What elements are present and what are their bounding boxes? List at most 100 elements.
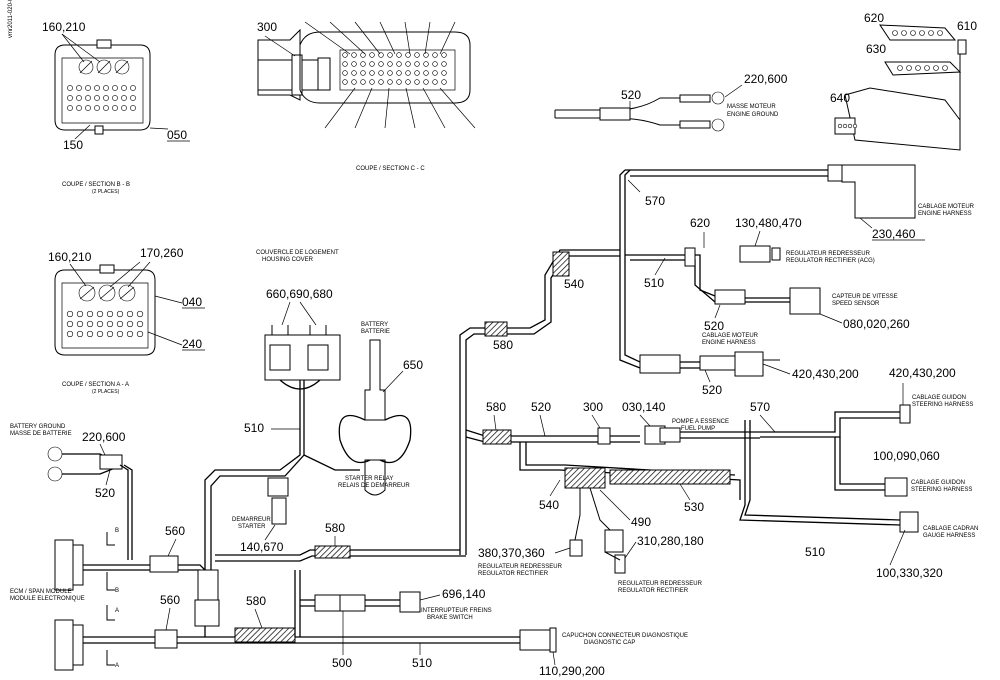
engine-ground-caption-2: ENGINE GROUND <box>727 112 779 118</box>
connector-pin <box>847 123 853 129</box>
connector-pin <box>441 61 447 67</box>
connector-pin <box>378 79 384 85</box>
connector-pin <box>351 70 357 76</box>
section-aa-subcaption: (2 PLACES) <box>92 389 120 395</box>
part-label: 170,260 <box>140 246 184 260</box>
connector-pin <box>405 61 411 67</box>
part-label: 420,430,200 <box>889 366 956 380</box>
callout-leader <box>384 87 390 129</box>
connector-pin <box>423 61 429 67</box>
connector-pin <box>136 320 144 328</box>
engine-harness-mid-caption-2: ENGINE HARNESS <box>702 340 756 346</box>
steering-harness-b-caption: CABLAGE GUIDON <box>911 480 965 486</box>
main-harness-right <box>619 164 916 377</box>
connector-pin <box>94 95 100 101</box>
connector-pin <box>360 70 366 76</box>
connector-pin <box>919 30 925 36</box>
connector-pin <box>369 70 375 76</box>
connector-pin <box>405 70 411 76</box>
connector-pin <box>852 123 858 129</box>
callout-leader <box>439 87 476 129</box>
top-right-connectors <box>834 24 967 151</box>
connector-pin <box>126 310 134 318</box>
connector-pin <box>414 70 420 76</box>
battery-caption-2: BATTERIE <box>361 329 390 335</box>
section-marker-b: B <box>115 528 119 534</box>
connector-pin <box>112 105 118 111</box>
part-label: 560 <box>165 524 185 538</box>
callout-leader <box>324 87 356 129</box>
part-label: 520 <box>704 319 724 333</box>
starter-caption: DEMARREUR <box>232 517 271 523</box>
connector-pin <box>94 105 100 111</box>
connector-pin <box>116 330 124 338</box>
connector-pin <box>405 52 411 58</box>
connector-pin <box>937 30 943 36</box>
part-label: 580 <box>246 594 266 608</box>
part-label: 640 <box>830 91 850 105</box>
part-label: 150 <box>63 138 83 152</box>
trunk-upper-left <box>459 249 620 555</box>
part-label: 160,210 <box>42 20 86 34</box>
connector-pin <box>837 123 843 129</box>
connector-pin <box>85 85 91 91</box>
part-label: 570 <box>750 400 770 414</box>
connector-pin <box>103 105 109 111</box>
housing-cover-caption-2: HOUSING COVER <box>262 257 314 263</box>
part-label: 540 <box>564 277 584 291</box>
part-label: 520 <box>531 400 551 414</box>
connector-pin <box>910 30 916 36</box>
battery-ground-caption: BATTERY GROUND <box>10 424 66 430</box>
part-label: 110,290,200 <box>539 664 605 678</box>
part-label: 580 <box>325 521 345 535</box>
connector-pin <box>126 330 134 338</box>
connector-pin <box>432 79 438 85</box>
part-label: 696,140 <box>442 587 486 601</box>
connector-pin <box>423 70 429 76</box>
fuel-pump-caption-2: FUEL PUMP <box>681 426 715 432</box>
connector-pin <box>121 85 127 91</box>
connector-pin <box>360 61 366 67</box>
diagnostic-cap-caption: CAPUCHON CONNECTEUR DIAGNOSTIQUE <box>562 633 688 639</box>
connector-pin <box>892 30 898 36</box>
section-marker-a: A <box>115 663 119 669</box>
connector-pin <box>378 61 384 67</box>
speed-sensor-caption-2: SPEED SENSOR <box>832 301 880 307</box>
callout-leader <box>379 21 396 55</box>
section-aa-caption: COUPE / SECTION A - A <box>62 382 129 388</box>
part-label: 380,370,360 <box>478 546 545 560</box>
connector-pin <box>136 330 144 338</box>
connector-pin <box>76 310 84 318</box>
connector-pin <box>924 65 930 71</box>
brake-switch-caption: INTERRUPTEUR FREINS <box>421 608 492 614</box>
connector-pin <box>96 310 104 318</box>
part-label: 540 <box>539 498 559 512</box>
section-cc-caption: COUPE / SECTION C - C <box>356 166 425 172</box>
connector-pin <box>66 310 74 318</box>
part-label: 660,690,680 <box>266 287 333 301</box>
housing-cover-caption: COUVERCLE DE LOGEMENT <box>256 250 339 256</box>
connector-pin <box>342 52 348 58</box>
connector-pin <box>387 52 393 58</box>
connector-pin <box>842 123 848 129</box>
starter-relay-caption-2: RELAIS DE DEMARREUR <box>338 483 410 489</box>
part-label: 620 <box>690 216 710 230</box>
part-label: 530 <box>684 500 704 514</box>
engine-harness-top-caption: CABLAGE MOTEUR <box>918 204 975 210</box>
connector-pin <box>126 320 134 328</box>
connector-pin <box>369 61 375 67</box>
connector-pin <box>112 85 118 91</box>
battery-ground-caption-2: MASSE DE BATTERIE <box>10 431 72 437</box>
connector-pin <box>67 85 73 91</box>
engine-ground-caption: MASSE MOTEUR <box>727 104 776 110</box>
part-label: 080,020,260 <box>843 317 910 331</box>
part-label: 130,480,470 <box>735 216 802 230</box>
ecm-modules <box>54 532 557 671</box>
connector-pin <box>405 79 411 85</box>
connector-pin <box>378 70 384 76</box>
part-label: 570 <box>645 194 665 208</box>
regulator-lower-b-caption-2: REGULATOR RECTIFIER <box>618 588 689 594</box>
connector-pin <box>942 65 948 71</box>
connector-pin <box>369 52 375 58</box>
connector-pin <box>86 320 94 328</box>
